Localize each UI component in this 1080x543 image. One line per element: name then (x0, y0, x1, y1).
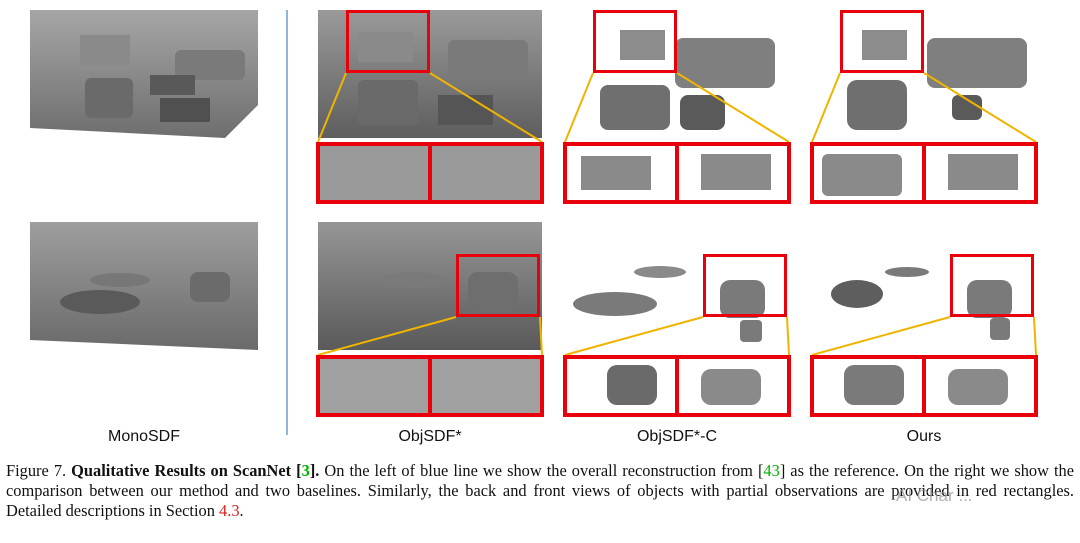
watermark: AI Char ... (896, 486, 973, 505)
column-label-monosdf: MonoSDF (107, 428, 181, 445)
section-link[interactable]: 4.3 (219, 501, 240, 520)
inset-divider (675, 359, 679, 413)
zoom-box-objsdf-c-1 (593, 10, 677, 73)
caption-text-2: ] as the reference. On the right we show… (6, 461, 1074, 520)
column-label-objsdf-c: ObjSDF*-C (636, 428, 717, 445)
caption-text-3: . (239, 501, 244, 520)
inset-objsdf-2 (316, 355, 544, 417)
zoom-box-objsdf-c-2 (703, 254, 787, 317)
column-label-ours: Ours (906, 428, 942, 445)
ours-scene-2 (812, 222, 1036, 350)
inset-objsdf-c-2 (563, 355, 791, 417)
inset-ours-2 (810, 355, 1038, 417)
zoom-box-ours-2 (950, 254, 1034, 317)
objsdf-scene-1 (318, 10, 542, 138)
citation-link[interactable]: 3 (301, 461, 310, 480)
inset-divider (922, 146, 926, 200)
inset-divider (428, 359, 432, 413)
citation-link[interactable]: 43 (763, 461, 780, 480)
zoom-box-objsdf-1 (346, 10, 430, 73)
zoom-box-objsdf-2 (456, 254, 540, 317)
inset-ours-1 (810, 142, 1038, 204)
column-label-objsdf: ObjSDF* (398, 428, 462, 445)
caption-prefix: Figure 7. (6, 461, 67, 480)
inset-divider (428, 146, 432, 200)
inset-objsdf-1 (316, 142, 544, 204)
ours-scene-1 (812, 10, 1036, 138)
zoom-box-ours-1 (840, 10, 924, 73)
objsdf-scene-2 (318, 222, 542, 350)
figure-caption: Figure 7. Qualitative Results on ScanNet… (6, 461, 1074, 521)
inset-objsdf-c-1 (563, 142, 791, 204)
caption-title: Qualitative Results on ScanNet [3]. (71, 461, 320, 480)
inset-divider (675, 146, 679, 200)
caption-text-1: On the left of blue line we show the ove… (319, 461, 764, 480)
blue-separator-line (286, 10, 288, 435)
monosdf-scene-2 (30, 222, 258, 350)
objsdf-c-scene-2 (565, 222, 789, 350)
monosdf-scene-1 (30, 10, 258, 138)
connector-lines-2 (317, 316, 1037, 356)
connector-lines-1 (317, 72, 1037, 143)
inset-divider (922, 359, 926, 413)
